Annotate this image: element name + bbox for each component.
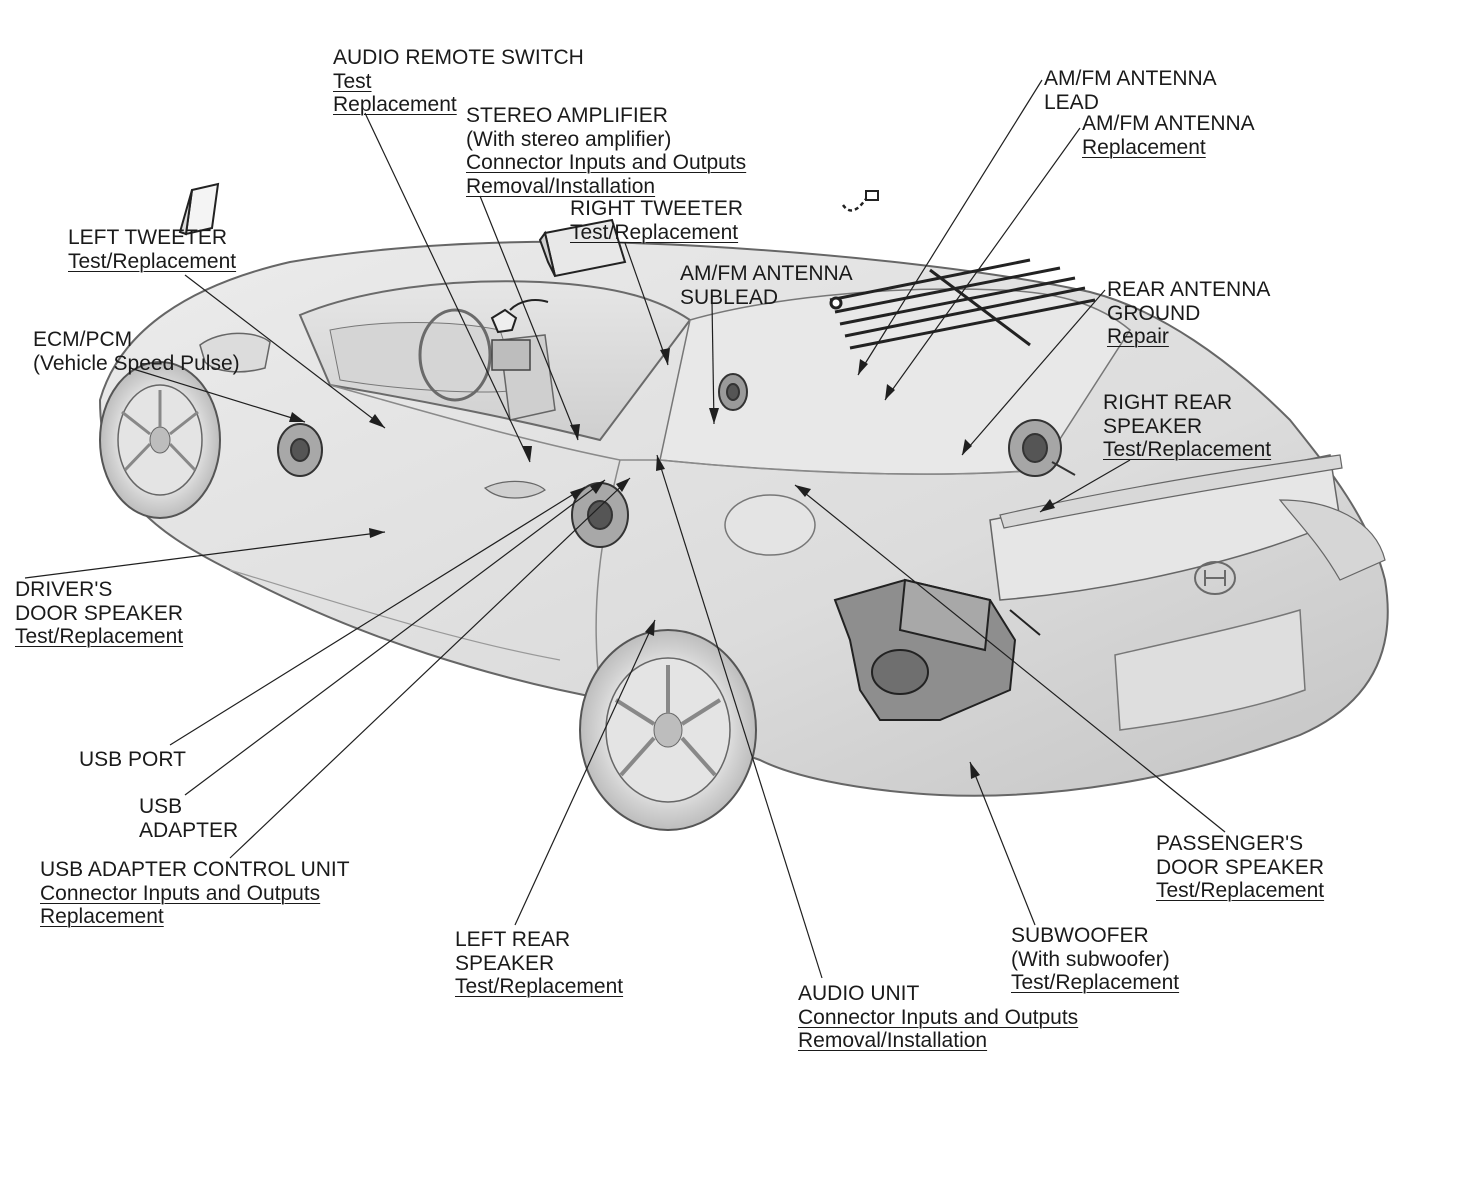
rear-wheel [579,629,757,831]
callout-title: AM/FM ANTENNA [1044,67,1217,90]
callout-subtitle: (Vehicle Speed Pulse) [33,351,240,375]
leader-arrowheads [289,348,1055,779]
rear-spoiler [999,454,1343,529]
test-link[interactable]: Test [333,69,372,93]
callout-rear-antenna-ground: REAR ANTENNA GROUND Repair [1107,278,1270,349]
tail-light [1278,499,1386,581]
removal-installation-link[interactable]: Removal/Installation [798,1029,988,1052]
steering-wheel [418,308,492,402]
side-mirror [199,332,271,373]
license-plate-recess [1114,609,1306,731]
callout-title-line-2: LEAD [1044,90,1099,114]
connector-inputs-outputs-link[interactable]: Connector Inputs and Outputs [798,1005,1079,1029]
rear-badge [1194,561,1236,595]
callout-audio-unit: AUDIO UNIT Connector Inputs and Outputs … [798,982,1078,1053]
callout-title-line-2: GROUND [1107,301,1201,325]
callout-title-line-2: SPEAKER [455,951,555,975]
callout-title: USB ADAPTER CONTROL UNIT [40,858,350,881]
connector-inputs-outputs-link[interactable]: Connector Inputs and Outputs [466,151,747,174]
replacement-link[interactable]: Replacement [1082,135,1206,159]
callout-title-line-2: SPEAKER [1103,414,1203,438]
front-wheel [99,361,221,519]
callout-ecm-pcm: ECM/PCM (Vehicle Speed Pulse) [33,328,240,375]
callout-left-rear-speaker: LEFT REAR SPEAKER Test/Replacement [455,928,623,999]
callout-subtitle: (With subwoofer) [1011,947,1170,971]
callout-subtitle: (With stereo amplifier) [466,127,672,151]
rear-shelf-speaker-right [1008,419,1076,477]
left-tweeter-part [178,182,220,236]
callout-title: DRIVER'S [15,578,113,601]
callout-title-line-2: DOOR SPEAKER [15,601,184,625]
repair-link[interactable]: Repair [1107,325,1169,348]
audio-remote-switch-part [490,299,549,334]
passengers-door-speaker-part [571,482,629,548]
subwoofer-part [833,578,1041,721]
stereo-amplifier-part [538,218,627,278]
callout-title: AUDIO UNIT [798,982,920,1005]
test-replacement-link[interactable]: Test/Replacement [1011,971,1180,994]
callout-title: STEREO AMPLIFIER [466,104,668,127]
callout-title: AM/FM ANTENNA [1082,112,1255,135]
callout-title: AM/FM ANTENNA [680,262,853,285]
test-replacement-link[interactable]: Test/Replacement [1103,438,1272,461]
callout-title: USB PORT [79,748,186,771]
rear-shelf-speaker-left [718,373,748,411]
callout-title: USB [139,795,183,818]
callout-drivers-door-speaker: DRIVER'S DOOR SPEAKER Test/Replacement [15,578,183,649]
callout-usb-adapter: USB ADAPTER [139,795,238,842]
callout-title: PASSENGER'S [1156,832,1304,855]
replacement-link[interactable]: Replacement [40,905,164,928]
callout-subwoofer: SUBWOOFER (With subwoofer) Test/Replacem… [1011,924,1179,995]
callout-am-fm-antenna: AM/FM ANTENNA Replacement [1082,112,1255,159]
callout-usb-port: USB PORT [79,748,186,772]
callout-passengers-door-speaker: PASSENGER'S DOOR SPEAKER Test/Replacemen… [1156,832,1324,903]
callout-title-line-2: SUBLEAD [680,285,779,309]
callout-audio-remote-switch: AUDIO REMOTE SWITCH Test Replacement [333,46,584,117]
leader-lines [24,79,1226,979]
rear-window-antenna-grid [829,258,1096,350]
test-replacement-link[interactable]: Test/Replacement [455,975,624,998]
callout-title: SUBWOOFER [1011,924,1149,947]
callout-title: AUDIO REMOTE SWITCH [333,46,584,69]
callout-right-tweeter: RIGHT TWEETER Test/Replacement [570,197,743,244]
test-replacement-link[interactable]: Test/Replacement [570,220,739,244]
callout-am-fm-antenna-sublead: AM/FM ANTENNA SUBLEAD [680,262,853,309]
callout-title-line-2: ADAPTER [139,818,239,842]
callout-title: RIGHT TWEETER [570,197,744,220]
callout-title: LEFT REAR [455,928,571,951]
callout-right-rear-speaker: RIGHT REAR SPEAKER Test/Replacement [1103,391,1271,462]
test-replacement-link[interactable]: Test/Replacement [68,249,237,273]
test-replacement-link[interactable]: Test/Replacement [15,625,184,648]
audio-unit-part [491,339,531,371]
callout-title: REAR ANTENNA [1107,278,1271,301]
callout-stereo-amplifier: STEREO AMPLIFIER (With stereo amplifier)… [466,104,746,198]
door-handle [483,480,546,499]
replacement-link[interactable]: Replacement [333,93,457,116]
callout-title: RIGHT REAR [1103,391,1233,414]
callout-usb-adapter-control-unit: USB ADAPTER CONTROL UNIT Connector Input… [40,858,350,929]
fuel-door [724,494,816,556]
connector-inputs-outputs-link[interactable]: Connector Inputs and Outputs [40,881,321,905]
removal-installation-link[interactable]: Removal/Installation [466,174,656,198]
test-replacement-link[interactable]: Test/Replacement [1156,879,1325,902]
antenna-lead-cable [841,190,879,212]
callout-title-line-2: DOOR SPEAKER [1156,855,1325,879]
callout-am-fm-antenna-lead: AM/FM ANTENNA LEAD [1044,67,1217,114]
callout-title: LEFT TWEETER [68,226,228,249]
drivers-door-speaker-part [277,423,323,477]
callout-title: ECM/PCM [33,328,133,351]
callout-left-tweeter: LEFT TWEETER Test/Replacement [68,226,236,273]
